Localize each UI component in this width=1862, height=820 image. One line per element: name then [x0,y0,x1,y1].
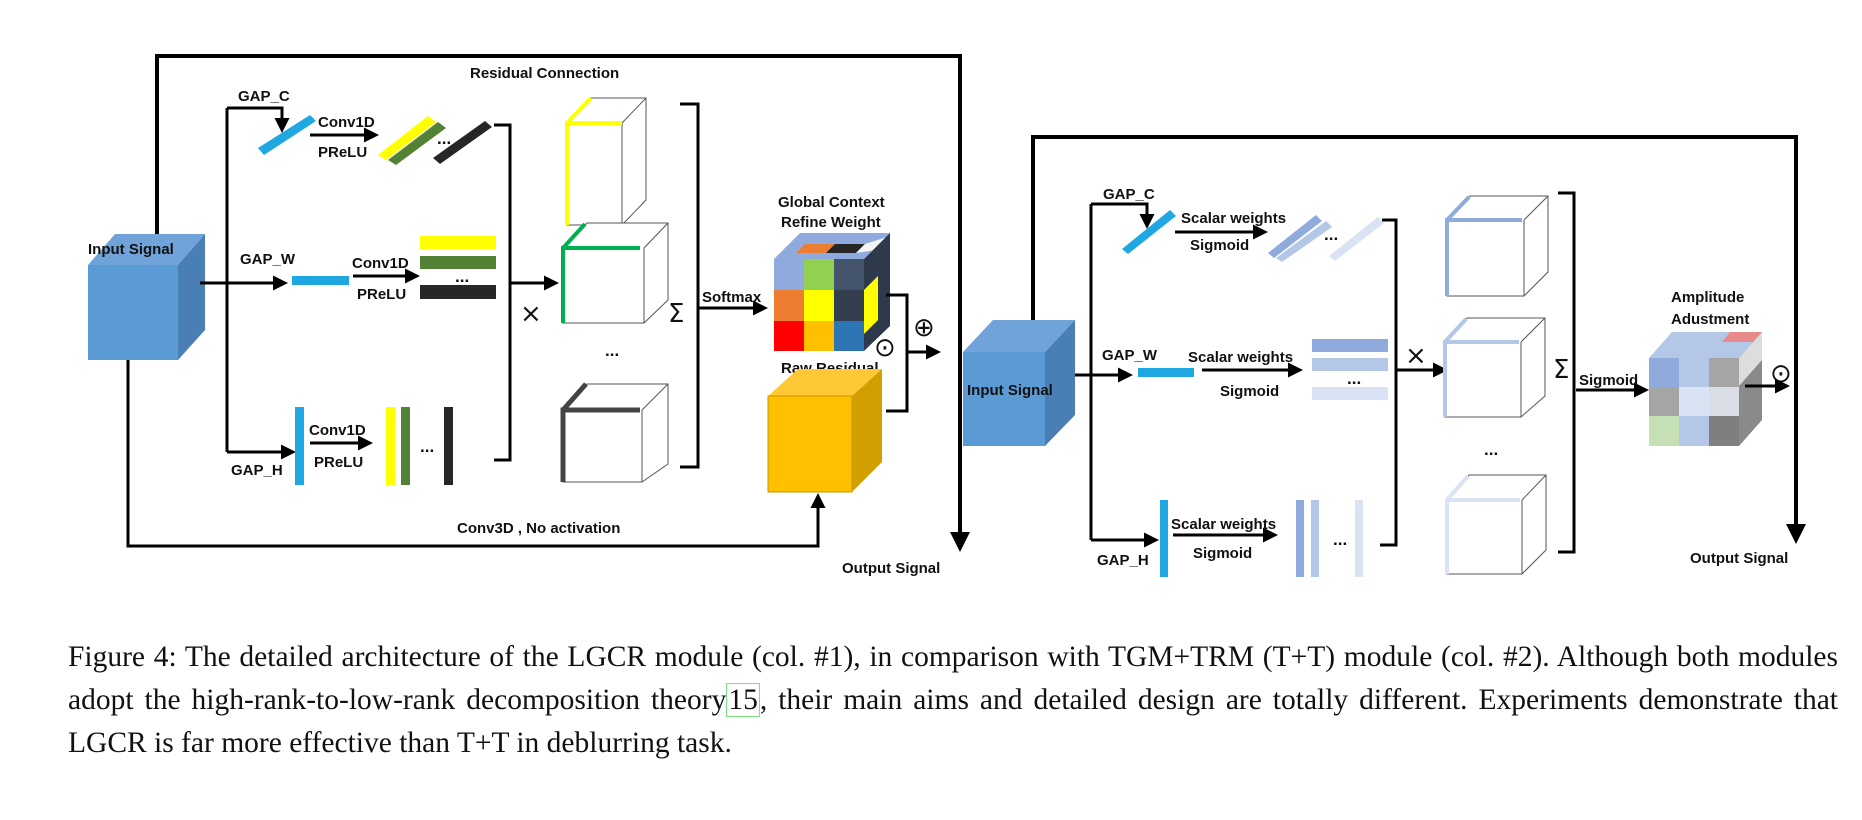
right-attention-cube-2 [1443,317,1546,418]
right-attention-cube-n [1445,474,1547,575]
right-input-signal-label: Input Signal [967,382,1053,399]
conv1d-w-label: Conv1D [352,255,409,272]
weight-h-2 [1311,500,1319,577]
weight-w-n [1312,387,1388,400]
weight-w-1 [1312,339,1388,352]
merge-wire [886,293,938,413]
conv1d-h-label: Conv1D [309,422,366,439]
feature-w-black [420,285,496,299]
lgcr-module: Residual Connection Input Signal GAP_C C… [88,54,970,577]
architecture-diagram: Residual Connection Input Signal GAP_C C… [88,54,1806,577]
right-gap-w-label: GAP_W [1102,347,1158,364]
conv3d-wire [126,360,826,548]
weight-w-2 [1312,358,1388,371]
right-multiply-symbol: × [1405,341,1427,371]
weight-c-n [1329,217,1384,261]
prelu-w-label: PReLU [357,286,406,303]
branch-join-right [494,123,512,462]
weight-h-1 [1296,500,1304,577]
attention-cube-yellow [565,96,647,226]
softmax-label: Softmax [702,289,762,306]
conv3d-label: Conv3D , No activation [457,520,620,537]
residual-connection-wire [155,54,970,552]
ellipsis-cubes: ... [605,341,619,360]
figure-caption: Figure 4: The detailed architecture of t… [68,636,1838,765]
amplitude-label-2: Adustment [1671,311,1749,328]
ellipsis-w: ... [455,267,469,286]
gap-h-label: GAP_H [231,462,283,479]
sigmoid-c-label: Sigmoid [1190,237,1249,254]
global-context-label-2: Refine Weight [781,214,881,231]
right-gap-c-bar [1122,210,1176,254]
gap-w-label: GAP_W [240,251,296,268]
residual-connection-label: Residual Connection [470,65,619,82]
global-context-refine-weight-cube [774,233,890,351]
ellipsis-h: ... [420,437,434,456]
feature-h-green [401,407,410,485]
attention-cube-black [560,382,669,483]
feature-h-yellow [386,407,395,485]
weight-h-n [1355,500,1363,577]
feature-w-green [420,256,496,269]
right-sigmoid-label: Sigmoid [1579,372,1638,389]
right-attention-cube-1 [1445,195,1549,297]
sigmoid-w-label: Sigmoid [1220,383,1279,400]
sum-symbol: Σ [668,299,684,329]
amplitude-label-1: Amplitude [1671,289,1744,306]
gap-h-bar [295,407,304,485]
attention-cube-green [561,222,669,324]
right-residual-wire [1031,135,1806,544]
multiply-symbol: × [520,299,542,329]
gap-w-bar [292,276,349,285]
global-context-label-1: Global Context [778,194,885,211]
input-signal-cube [88,234,205,360]
weight-c-1 [1268,215,1322,258]
right-branch-join [1380,218,1398,547]
prelu-c-label: PReLU [318,144,367,161]
right-gap-c-label: GAP_C [1103,186,1155,203]
gap-c-label: GAP_C [238,88,290,105]
right-cubes-bracket [1558,191,1576,554]
feature-h-black [444,407,453,485]
hadamard-symbol: ⊙ [874,333,896,363]
add-symbol: ⊕ [913,313,935,343]
weight-c-2 [1276,221,1332,262]
right-ellipsis-c: ... [1324,225,1338,244]
right-ellipsis-cubes: ... [1484,440,1498,459]
citation-link[interactable]: 15 [726,683,760,717]
right-gap-h-bar [1160,500,1168,577]
feature-c-green [388,122,446,165]
right-gap-c-wire [1091,202,1155,229]
cubes-bracket [680,102,700,469]
raw-residual-cube [767,369,882,493]
gap-c-bar [258,115,316,155]
right-input-signal-cube [963,320,1075,446]
scalar-h-label: Scalar weights [1171,516,1276,533]
ellipsis-c: ... [437,129,451,148]
scalar-c-label: Scalar weights [1181,210,1286,227]
scalar-w-label: Scalar weights [1188,349,1293,366]
prelu-h-label: PReLU [314,454,363,471]
tgm-trm-module: Input Signal GAP_C Scalar weights Sigmoi… [963,135,1806,577]
right-ellipsis-h: ... [1333,530,1347,549]
gap-c-wire [227,106,290,133]
right-gap-w-bar [1138,368,1194,377]
right-output-signal-label: Output Signal [1690,550,1788,567]
right-ellipsis-w: ... [1347,369,1361,388]
right-sum-symbol: Σ [1553,355,1569,385]
right-gap-h-label: GAP_H [1097,552,1149,569]
feature-w-yellow [420,236,496,249]
input-signal-label: Input Signal [88,241,174,258]
feature-c-black [433,121,492,164]
output-signal-label: Output Signal [842,560,940,577]
sigmoid-h-label: Sigmoid [1193,545,1252,562]
caption-text-part2: , their main aims and detailed design ar… [68,684,1839,759]
caption-text-part1: Figure 4: The detailed architecture of t… [68,641,1838,716]
amplitude-adjustment-cube [1649,332,1762,446]
feature-c-yellow [378,116,436,160]
conv1d-c-label: Conv1D [318,114,375,131]
